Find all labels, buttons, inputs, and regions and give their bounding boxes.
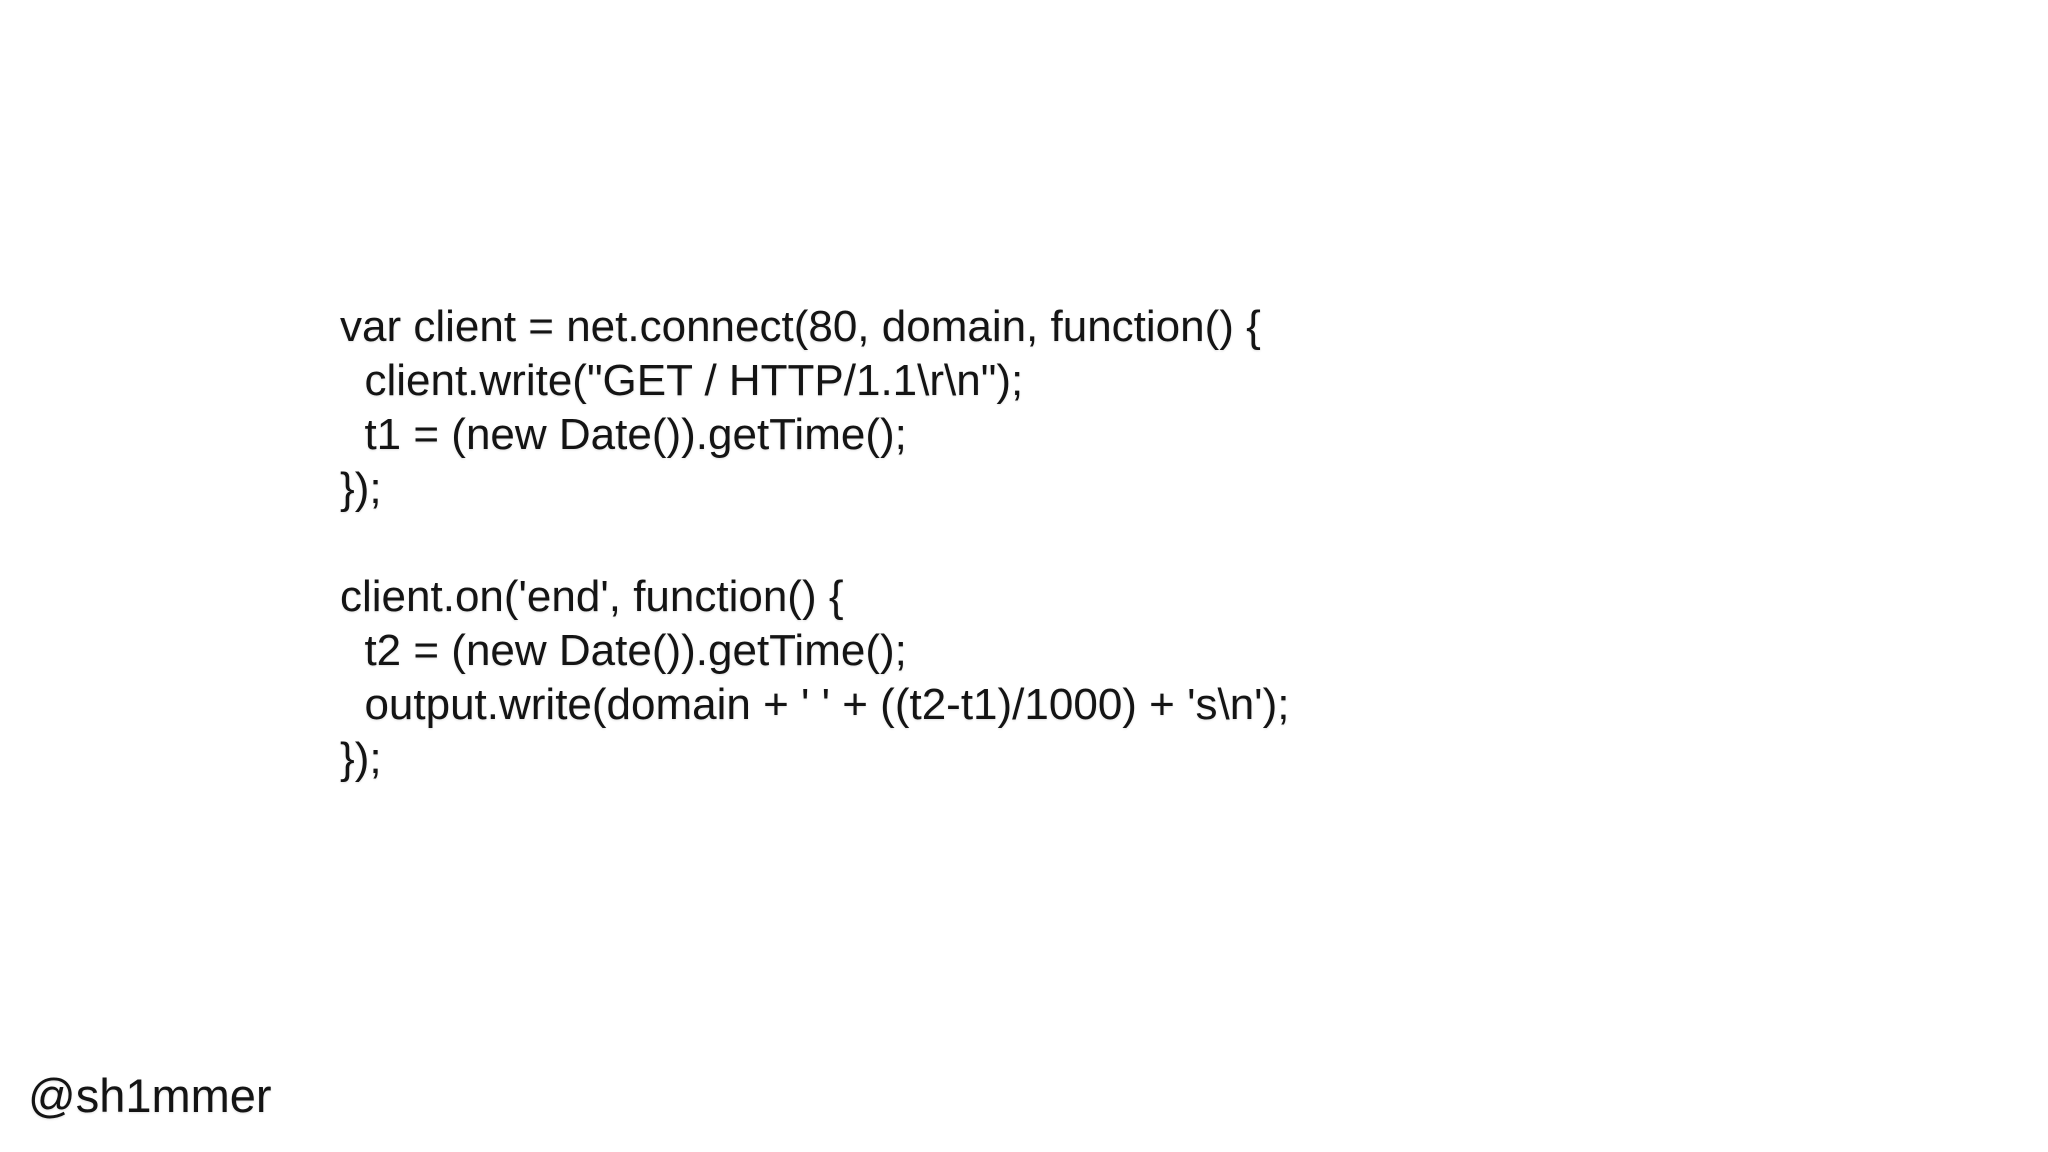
code-line: });	[340, 464, 382, 513]
code-line: t1 = (new Date()).getTime();	[340, 410, 907, 459]
code-line: var client = net.connect(80, domain, fun…	[340, 302, 1261, 351]
code-line: t2 = (new Date()).getTime();	[340, 626, 907, 675]
code-line: });	[340, 734, 382, 783]
author-handle: @sh1mmer	[28, 1069, 272, 1122]
code-line-blank	[340, 516, 1289, 570]
code-line: output.write(domain + ' ' + ((t2-t1)/100…	[340, 680, 1290, 729]
code-block: var client = net.connect(80, domain, fun…	[340, 300, 1289, 786]
code-line: client.write("GET / HTTP/1.1\r\n");	[340, 356, 1024, 405]
code-line: client.on('end', function() {	[340, 572, 844, 621]
